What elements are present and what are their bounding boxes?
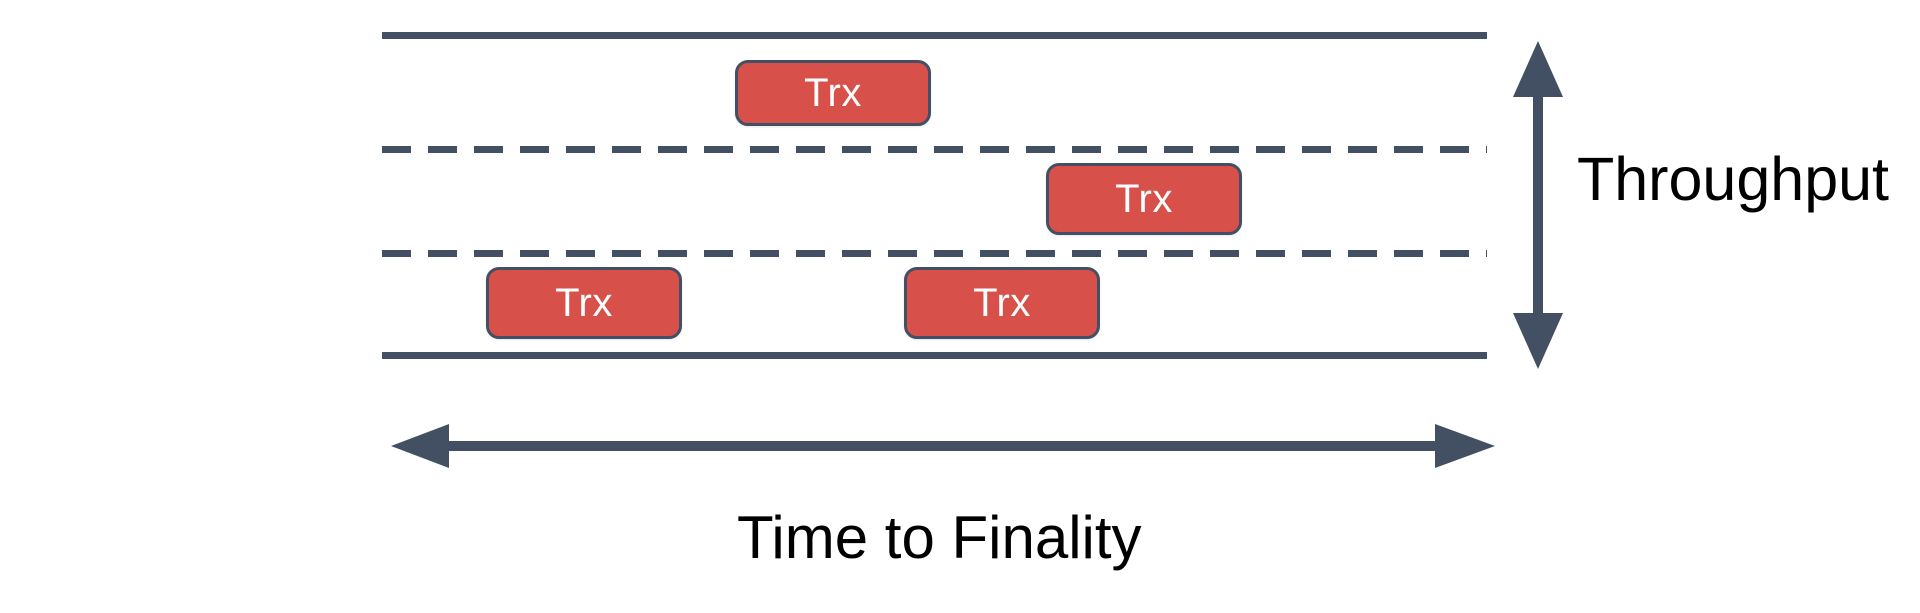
trx-block-2[interactable]: Trx [1046,163,1242,235]
lane-bottom-boundary-line [382,352,1487,359]
trx-block-label: Trx [973,281,1031,325]
time-to-finality-axis-label: Time to Finality [737,504,1142,571]
trx-block-3[interactable]: Trx [486,267,682,339]
trx-block-label: Trx [555,281,613,325]
lane-divider-2-dashed-line [382,250,1487,257]
throughput-axis-label: Throughput [1577,145,1889,213]
trx-block-4[interactable]: Trx [904,267,1100,339]
trx-block-label: Trx [1115,177,1173,221]
lane-divider-1-dashed-line [382,146,1487,153]
throughput-axis-arrow [1513,41,1563,369]
lane-top-boundary-line [382,32,1487,39]
time-to-finality-axis-arrow [391,424,1495,468]
trx-block-label: Trx [804,71,862,115]
trx-block-1[interactable]: Trx [735,60,931,126]
